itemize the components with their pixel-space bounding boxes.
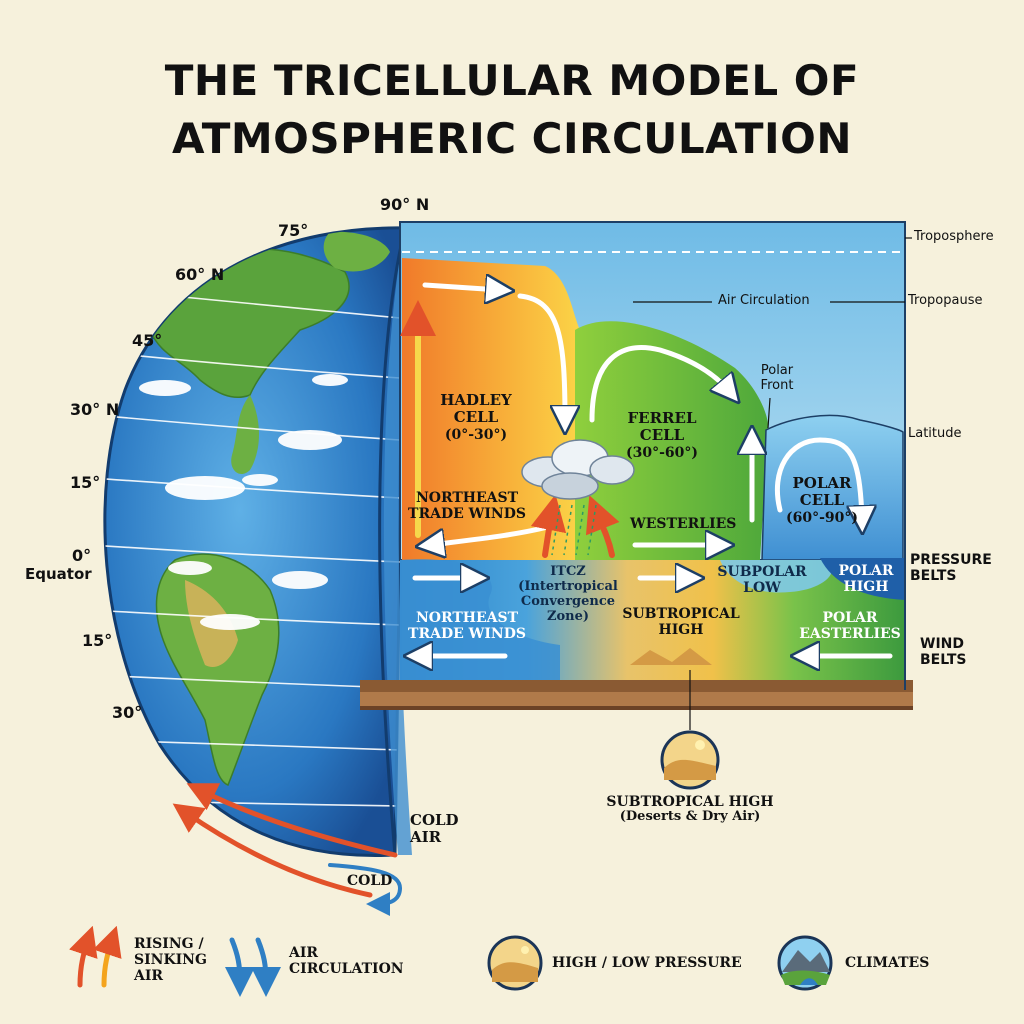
air-circulation-icon	[224, 937, 281, 997]
label-60n: 60° N	[175, 265, 225, 284]
legend-rising-sinking-label: RISING / SINKING AIR	[134, 936, 207, 985]
south-america-landmass	[155, 553, 280, 786]
wind-belts-label: WIND BELTS	[920, 636, 967, 669]
ferrel-top-arrow	[589, 345, 730, 423]
label-45: 45°	[132, 331, 163, 350]
globe	[103, 226, 415, 858]
subtropical-high-desert-icon	[660, 730, 720, 790]
tropopause-label: Tropopause	[908, 293, 983, 308]
hadley-cell-label: HADLEY CELL (0°-30°)	[440, 391, 512, 443]
climates-icon	[777, 935, 833, 991]
polar-high-label: POLAR HIGH	[838, 563, 894, 596]
ne-trade-winds-upper-label: NORTHEAST TRADE WINDS	[408, 490, 526, 523]
itcz-rising-arrow-left	[530, 494, 567, 558]
hadley-top-arrow	[422, 285, 500, 290]
polar-front-label: Polar Front	[760, 363, 794, 393]
cold-air-red-arrow-2	[172, 803, 373, 898]
itcz-label: ITCZ (Intertropical Convergence Zone)	[518, 564, 618, 624]
central-america-landmass	[231, 395, 259, 475]
pressure-belts-label: PRESSURE BELTS	[910, 552, 992, 585]
latitude-label: Latitude	[908, 426, 962, 441]
circulation-arrows	[400, 285, 893, 656]
label-equator: Equator	[25, 565, 92, 583]
label-90n: 90° N	[380, 195, 430, 214]
cold-air-red-arrow-1	[186, 783, 398, 858]
polar-cell-label: POLAR CELL (60°-90°)	[785, 474, 859, 526]
rising-sinking-air-icon	[69, 925, 122, 988]
polar-easterlies-label: POLAR EASTERLIES	[799, 610, 901, 643]
legend-climates-label: CLIMATES	[845, 955, 930, 971]
label-30n: 30° N	[70, 400, 120, 419]
cold-air-blue-arrow	[328, 863, 403, 916]
ne-trade-winds-lower-label: NORTHEAST TRADE WINDS	[408, 610, 526, 643]
label-15s: 15°	[82, 631, 113, 650]
legend-air-circulation-label: AIR CIRCULATION	[289, 945, 404, 978]
subtropical-high-zone-label: SUBTROPICAL HIGH	[622, 606, 740, 639]
label-75: 75°	[278, 221, 309, 240]
leader-lines	[633, 237, 912, 730]
hadley-descending-arrow	[517, 293, 565, 420]
callout-subtitle: (Deserts & Dry Air)	[619, 809, 761, 825]
ferrel-cell-label: FERREL CELL (30°-60°)	[625, 409, 699, 461]
itcz-storm-cloud-icon	[521, 439, 635, 556]
title-line-2: ATMOSPHERIC CIRCULATION	[171, 114, 853, 163]
polar-cell-arrow	[774, 437, 862, 520]
high-low-pressure-icon	[487, 935, 543, 991]
label-30s: 30°	[112, 703, 143, 722]
subpolar-low-label: SUBPOLAR LOW	[717, 564, 807, 597]
cold-air-arrows	[172, 783, 403, 916]
cold-air-label: COLD AIR	[410, 811, 459, 847]
subtropical-high-callout: SUBTROPICAL HIGH (Deserts & Dry Air)	[606, 794, 773, 825]
westerlies-label: WESTERLIES	[630, 516, 737, 532]
label-equator-degree: 0°	[72, 546, 92, 565]
diagram-title: THE TRICELLULAR MODEL OF ATMOSPHERIC CIR…	[0, 52, 1024, 168]
air-circulation-label: Air Circulation	[718, 293, 810, 308]
greenland-landmass	[323, 231, 390, 272]
title-line-1: THE TRICELLULAR MODEL OF	[164, 56, 860, 105]
legend-icons	[69, 925, 833, 997]
label-15n: 15°	[70, 473, 101, 492]
callout-title: SUBTROPICAL HIGH	[606, 794, 774, 810]
cold-label: COLD	[347, 873, 393, 889]
itcz-rising-arrow-right	[585, 495, 620, 558]
legend-pressure-label: HIGH / LOW PRESSURE	[552, 955, 742, 971]
troposphere-label: Troposphere	[914, 229, 994, 244]
